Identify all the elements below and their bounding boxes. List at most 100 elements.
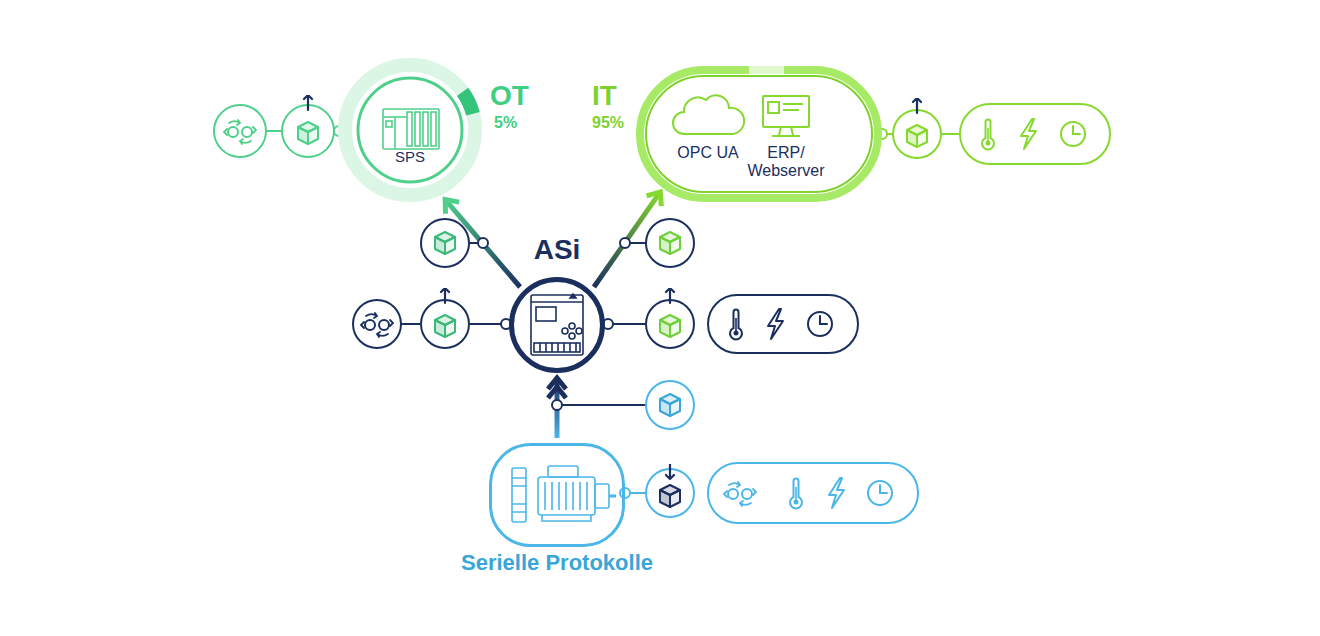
node-text: OPC UA: [677, 144, 738, 162]
time-icon: [1061, 122, 1085, 146]
progress-arc: [457, 88, 480, 116]
up-arrow-icon: [441, 288, 449, 303]
asi-right-chain: [608, 288, 858, 353]
cycle-icon: [361, 313, 393, 337]
icon-circle: [214, 105, 266, 157]
package-icon: [660, 485, 680, 507]
ot-icon-chain: [214, 95, 338, 157]
device-button: [562, 328, 568, 334]
up-arrow-icon: [913, 98, 921, 113]
serial-icon-chain: [625, 463, 918, 523]
icon-circle: [282, 105, 334, 157]
terminal-dividers: [540, 343, 576, 352]
serial-device-box: Serielle Protokolle: [489, 443, 625, 547]
share-percent: 95%: [592, 114, 624, 132]
node-text: ERP/ Webserver: [747, 144, 824, 179]
node-outline: [491, 445, 624, 546]
motor-fins: [545, 482, 587, 510]
monitor-line: [783, 109, 799, 111]
motor-body: [538, 477, 595, 515]
time-icon: [868, 481, 892, 505]
data-pill: [708, 295, 858, 353]
node-text: SPS: [395, 149, 425, 166]
device-display: [536, 307, 556, 321]
plc-circle: SPS: [337, 57, 483, 203]
monitor-line: [783, 103, 803, 105]
terminal-box: [548, 466, 578, 477]
icon-circle: [421, 219, 469, 267]
motor-feet: [542, 515, 591, 521]
package-icon: [660, 232, 680, 254]
cycle-icon: [224, 120, 256, 144]
package-icon: [435, 315, 455, 337]
node-heading: ASi: [534, 235, 581, 266]
device-mark: [570, 294, 576, 298]
package-icon: [435, 232, 455, 254]
up-arrow-icon: [304, 95, 312, 110]
asi-device-illustration: [531, 294, 583, 355]
progress-ring: [345, 65, 475, 195]
node-shape: [489, 443, 625, 547]
data-pill: [708, 463, 918, 523]
device-line: [531, 301, 583, 303]
energy-icon: [829, 478, 844, 508]
layer-heading: IT: [592, 81, 617, 112]
progress-gap: [749, 66, 784, 74]
device-button: [576, 328, 582, 334]
package-icon: [907, 125, 927, 147]
arrow-head: [445, 200, 459, 214]
leader-line: [557, 404, 646, 406]
it-icon-chain: [882, 98, 1110, 164]
flow-arrow: [594, 192, 661, 287]
device-button: [569, 323, 575, 329]
leader-line: [266, 130, 282, 132]
icon-circle: [421, 300, 469, 348]
leader-line: [941, 133, 960, 135]
data-pill: [960, 104, 1110, 164]
node-heading: Serielle Protokolle: [461, 551, 653, 575]
node-shape: [509, 277, 605, 373]
up-arrow-icon: [666, 288, 674, 303]
motor-illustration: [512, 466, 616, 522]
node-outline: [358, 78, 462, 182]
down-arrow-icon: [666, 464, 674, 479]
share-percent: 5%: [494, 114, 517, 132]
it-system-box: OPC UA ERP/ Webserver: [636, 66, 882, 202]
temperature-icon: [730, 310, 742, 340]
monitor-window: [768, 102, 779, 113]
time-icon: [808, 312, 832, 336]
node-outline: [512, 280, 603, 371]
flow-arrow: [548, 378, 566, 438]
temperature-icon: [982, 120, 994, 150]
icon-circle: [646, 219, 694, 267]
device-housing: [531, 295, 583, 355]
junction-dot: [552, 400, 562, 410]
package-icon: [298, 122, 318, 144]
din-module-lines: [512, 478, 526, 512]
icon-circle: [353, 300, 401, 348]
junction-dot: [478, 238, 488, 248]
energy-icon: [1021, 119, 1036, 149]
arrow-head: [548, 387, 566, 398]
energy-icon: [768, 309, 783, 339]
monitor-screen: [763, 96, 809, 127]
temperature-icon: [790, 479, 802, 509]
node-shape: [636, 66, 882, 202]
node-shape: [337, 57, 483, 203]
icon-circle: [646, 300, 694, 348]
motor-shaft: [609, 495, 616, 498]
it-illustration: [673, 95, 809, 136]
junction-dot: [620, 488, 630, 498]
asi-left-chain: [353, 288, 506, 348]
cloud-icon: [673, 95, 744, 134]
leader-line: [401, 323, 421, 325]
device-button: [569, 333, 575, 339]
progress-band: [640, 70, 878, 198]
layer-heading: OT: [490, 81, 529, 112]
asi-master-circle: ASi: [509, 277, 605, 373]
arrow-shaft: [447, 202, 520, 287]
arrow-shaft: [594, 194, 659, 287]
icon-circle: [646, 381, 694, 429]
icon-circle: [893, 110, 941, 158]
terminal-strip: [534, 343, 580, 352]
